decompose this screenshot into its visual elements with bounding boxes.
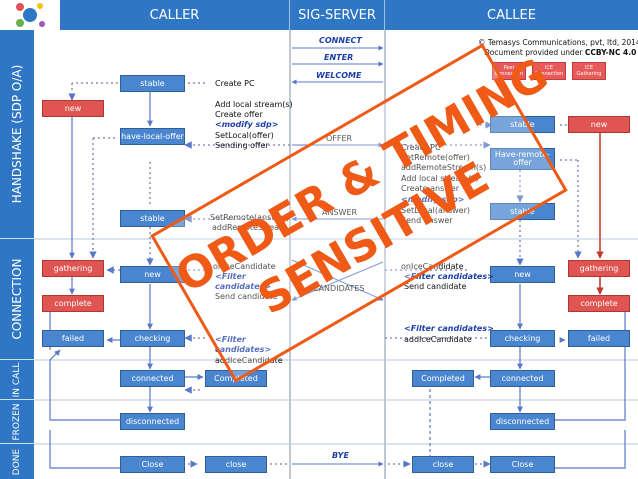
callee-add-ice-candidate: addIceCandidate <box>404 335 472 344</box>
callee-failed: failed <box>568 330 630 347</box>
caller-gathering: gathering <box>42 260 104 277</box>
caller-state-stable: stable <box>120 75 185 92</box>
sig-server-header: SIG-SERVER <box>290 0 385 30</box>
phase-frozen-label: FROZEN <box>12 402 22 441</box>
signal-bye: BYE <box>332 451 349 460</box>
callee-filter2-candidates: <Filter candidates> <box>404 324 494 333</box>
caller-on-ice-candidate: onIceCandidate <box>213 262 276 271</box>
caller-create-offer: Create offer <box>215 110 263 119</box>
caller-header: CALLER <box>60 0 290 30</box>
callee-checking: checking <box>490 330 555 347</box>
callee-state-stable-2: stable <box>490 203 555 220</box>
callee-add-remote-stream: addRemoteStream(s) <box>401 163 487 172</box>
signal-candidates: CANDIDATES <box>313 284 365 293</box>
caller-state-stable-2: stable <box>120 210 185 227</box>
copyright-line-1: © Temasys Communications, pvt, ltd, 2014 <box>478 38 638 47</box>
caller-failed: failed <box>42 330 104 347</box>
phase-handshake-label: HANDSHAKE (SDP O/A) <box>10 64 24 204</box>
candidates-arrow-1 <box>291 259 384 301</box>
signal-enter: ENTER <box>324 53 354 62</box>
signal-offer: OFFER <box>326 134 353 143</box>
legend-ice-connection: ICE Connection <box>532 62 566 80</box>
caller-set-local: SetLocal(offer) <box>215 131 274 140</box>
callee-create-pc: Create PC <box>401 143 441 152</box>
callee-filter-candidates: <Filter candidates> <box>404 272 494 281</box>
caller-modify-sdp: <modify sdp> <box>215 120 279 129</box>
caller-close-action: close <box>205 456 267 473</box>
callee-set-local: SetLocal(answer) <box>401 206 471 215</box>
callee-completed: Completed <box>412 370 474 387</box>
callee-state-have-remote-offer: Have-remote-offer <box>490 148 555 170</box>
copyright-line-2: Document provided under CCBY-NC 4.0 <box>484 48 636 58</box>
caller-filter2-b: candidates> <box>215 345 272 354</box>
caller-complete: complete <box>42 295 104 312</box>
caller-add-remote-stream: addRemoteStream <box>212 223 287 232</box>
phase-handshake: HANDSHAKE (SDP O/A) <box>0 30 34 239</box>
caller-filter2-a: <Filter <box>215 335 246 344</box>
callee-send-answer: Send answer <box>401 216 453 225</box>
caller-filter-b: candidates> <box>215 282 272 291</box>
caller-add-ice-candidate: addIceCandidate <box>215 356 283 365</box>
copyright-prefix: Document provided under <box>484 48 585 57</box>
caller-filter-a: <Filter <box>215 272 246 281</box>
callee-ice-new: new <box>490 266 555 283</box>
caller-completed: Completed <box>205 370 267 387</box>
caller-create-pc: Create PC <box>215 79 255 88</box>
callee-modify-sdp: <modify sdp> <box>401 195 465 204</box>
caller-sending-offer: Sending offer <box>215 141 269 150</box>
callee-set-remote: SetRemote(offer) <box>401 153 470 162</box>
callee-close-action: close <box>412 456 474 473</box>
phase-done-label: DONE <box>12 448 22 475</box>
caller-set-remote: SetRemote(answer) <box>210 213 290 222</box>
callee-gathering: gathering <box>568 260 630 277</box>
callee-state-stable: stable <box>490 116 555 133</box>
signal-answer: ANSWER <box>322 208 358 217</box>
signal-connect: CONNECT <box>319 36 362 45</box>
phase-in-call: IN CALL <box>0 360 34 400</box>
callee-connected: connected <box>490 370 555 387</box>
caller-add-local-stream: Add local stream(s) <box>215 100 293 109</box>
phase-done: DONE <box>0 444 34 479</box>
caller-ice-new: new <box>120 266 185 283</box>
logo-area <box>0 0 60 30</box>
candidates-arrow-2 <box>291 261 384 301</box>
legend-ice-gathering: ICE Gathering <box>572 62 606 80</box>
callee-create-answer: Create answer <box>401 184 460 193</box>
signal-welcome: WELCOME <box>316 71 362 80</box>
caller-send-candidate: Send candidate <box>215 292 278 301</box>
phase-connection-label: CONNECTION <box>10 258 24 340</box>
phase-in-call-label: IN CALL <box>12 362 22 397</box>
caller-checking: checking <box>120 330 185 347</box>
caller-connected: connected <box>120 370 185 387</box>
callee-on-ice-candidate: onIceCandidate <box>401 262 464 271</box>
callee-state-new: new <box>568 116 630 133</box>
phase-connection: CONNECTION <box>0 239 34 360</box>
callee-send-candidate: Send candidate <box>404 282 467 291</box>
callee-disconnected: disconnected <box>490 413 555 430</box>
caller-disconnected: disconnected <box>120 413 185 430</box>
caller-state-new: new <box>42 100 104 117</box>
callee-complete: complete <box>568 295 630 312</box>
temasys-logo-icon <box>16 3 45 27</box>
caller-state-have-local-offer: have-local-offer <box>120 128 185 145</box>
callee-close-state: Close <box>490 456 555 473</box>
callee-add-local-stream: Add local stream(s) <box>401 174 479 183</box>
caller-close-state: Close <box>120 456 185 473</box>
copyright-license: CCBY-NC 4.0 <box>584 48 637 57</box>
callee-header: CALLEE <box>385 0 638 30</box>
legend-peer-connection: Peer Connection <box>492 62 526 80</box>
phase-frozen: FROZEN <box>0 400 34 444</box>
